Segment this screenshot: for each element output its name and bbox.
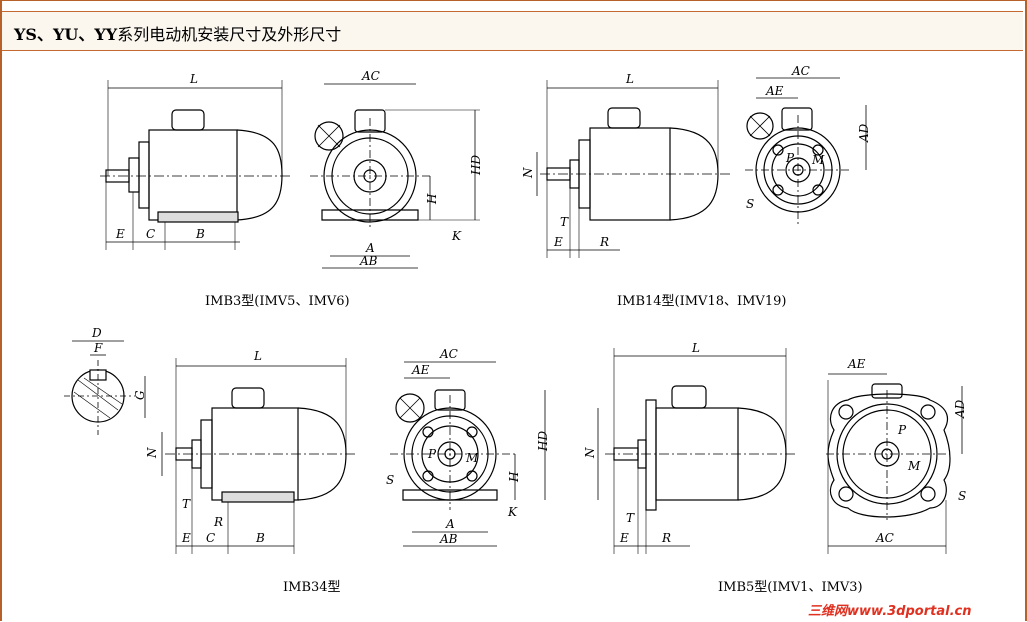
- dim-label-AB-imb3: AB: [359, 254, 378, 268]
- dim-label-AE-imb14: AE: [765, 84, 784, 98]
- dim-label-T-imb5: T: [626, 511, 635, 525]
- dim-label-AE-imb34: AE: [411, 363, 430, 377]
- title-text: 系列电动机安装尺寸及外形尺寸: [117, 25, 342, 44]
- dim-label-AC-imb5: AC: [875, 531, 894, 545]
- dim-label-N-imb5: N: [583, 447, 597, 459]
- caption-imb3: IMB3型(IMV5、IMV6): [205, 294, 350, 309]
- dim-label-A-imb34: A: [445, 517, 455, 531]
- dim-label-E-imb5: E: [619, 531, 629, 545]
- dim-label-HD-imb3: HD: [469, 155, 483, 176]
- dim-label-AC-imb14: AC: [791, 64, 810, 78]
- dim-label-P-imb34: P: [427, 447, 437, 461]
- dim-label-L-imb14: L: [625, 72, 634, 86]
- dim-label-AC-imb3: AC: [361, 69, 380, 83]
- dim-label-A-imb3: A: [365, 241, 375, 255]
- dim-label-S-imb34: S: [386, 473, 394, 487]
- dim-label-D: D: [91, 326, 102, 340]
- dim-label-K-imb34: K: [507, 505, 518, 519]
- dim-label-H-imb3: H: [425, 193, 439, 205]
- dim-label-C-imb3: C: [146, 227, 155, 241]
- imb5-side-view: [597, 348, 795, 554]
- shaft-section: [64, 340, 146, 435]
- dim-label-AD-imb14: AD: [857, 123, 871, 143]
- title-prefix: YS、YU、YY: [14, 25, 118, 44]
- dim-label-M-imb34: M: [465, 451, 479, 465]
- dim-label-N-imb14: N: [521, 167, 535, 179]
- dim-label-E-imb34: E: [181, 531, 191, 545]
- dim-label-L-imb5: L: [691, 341, 700, 355]
- dim-label-AE-imb5: AE: [847, 357, 866, 371]
- dim-label-N-imb34: N: [145, 447, 159, 459]
- dim-label-E-imb3: E: [115, 227, 125, 241]
- dim-label-E-imb14: E: [553, 235, 563, 249]
- dim-label-R-imb5: R: [661, 531, 671, 545]
- page-title: YS、YU、YY系列电动机安装尺寸及外形尺寸: [14, 21, 341, 45]
- dim-label-AB-imb34: AB: [439, 532, 458, 546]
- imb5-front-view: [826, 373, 963, 554]
- dim-label-B-imb34: B: [255, 531, 265, 545]
- dim-label-M-imb5: M: [907, 459, 921, 473]
- dim-label-HD-imb34: HD: [536, 431, 550, 452]
- dim-label-AD-imb5: AD: [953, 399, 967, 419]
- imb34-side-view: [161, 358, 355, 554]
- title-bar: YS、YU、YY系列电动机安装尺寸及外形尺寸: [2, 11, 1023, 51]
- caption-imb14: IMB14型(IMV18、IMV19): [617, 294, 787, 309]
- imb34-front-view: [390, 361, 546, 547]
- dim-label-P-imb14: P: [785, 151, 795, 165]
- dim-label-G: G: [133, 390, 147, 400]
- dim-label-S-imb5: S: [958, 489, 966, 503]
- imb3-front-view: [310, 83, 480, 269]
- dim-label-S-imb14: S: [746, 197, 754, 211]
- dim-label-P-imb5: P: [897, 423, 907, 437]
- dim-label-H-imb34: H: [507, 471, 521, 483]
- imb14-front-view: [745, 77, 867, 225]
- dim-label-AC-imb34: AC: [439, 347, 458, 361]
- dim-label-C-imb34: C: [206, 531, 215, 545]
- caption-imb34: IMB34型: [283, 580, 341, 595]
- dim-label-T-imb14: T: [560, 215, 569, 229]
- imb14-side-view: [536, 80, 730, 258]
- dim-label-L-imb34: L: [253, 349, 262, 363]
- dim-label-B-imb3: B: [195, 227, 205, 241]
- dim-label-L-imb3: L: [189, 72, 198, 86]
- dim-label-R-imb14: R: [599, 235, 609, 249]
- caption-imb5: IMB5型(IMV1、IMV3): [718, 580, 863, 595]
- dim-label-M-imb14: M: [811, 153, 825, 167]
- dim-label-F: F: [93, 341, 103, 355]
- watermark: 三维网www.3dportal.cn: [808, 604, 972, 619]
- dim-label-K-imb3: K: [451, 229, 462, 243]
- dim-label-R-imb34: R: [213, 515, 223, 529]
- imb3-side-view: [100, 80, 290, 250]
- dim-label-T-imb34: T: [182, 497, 191, 511]
